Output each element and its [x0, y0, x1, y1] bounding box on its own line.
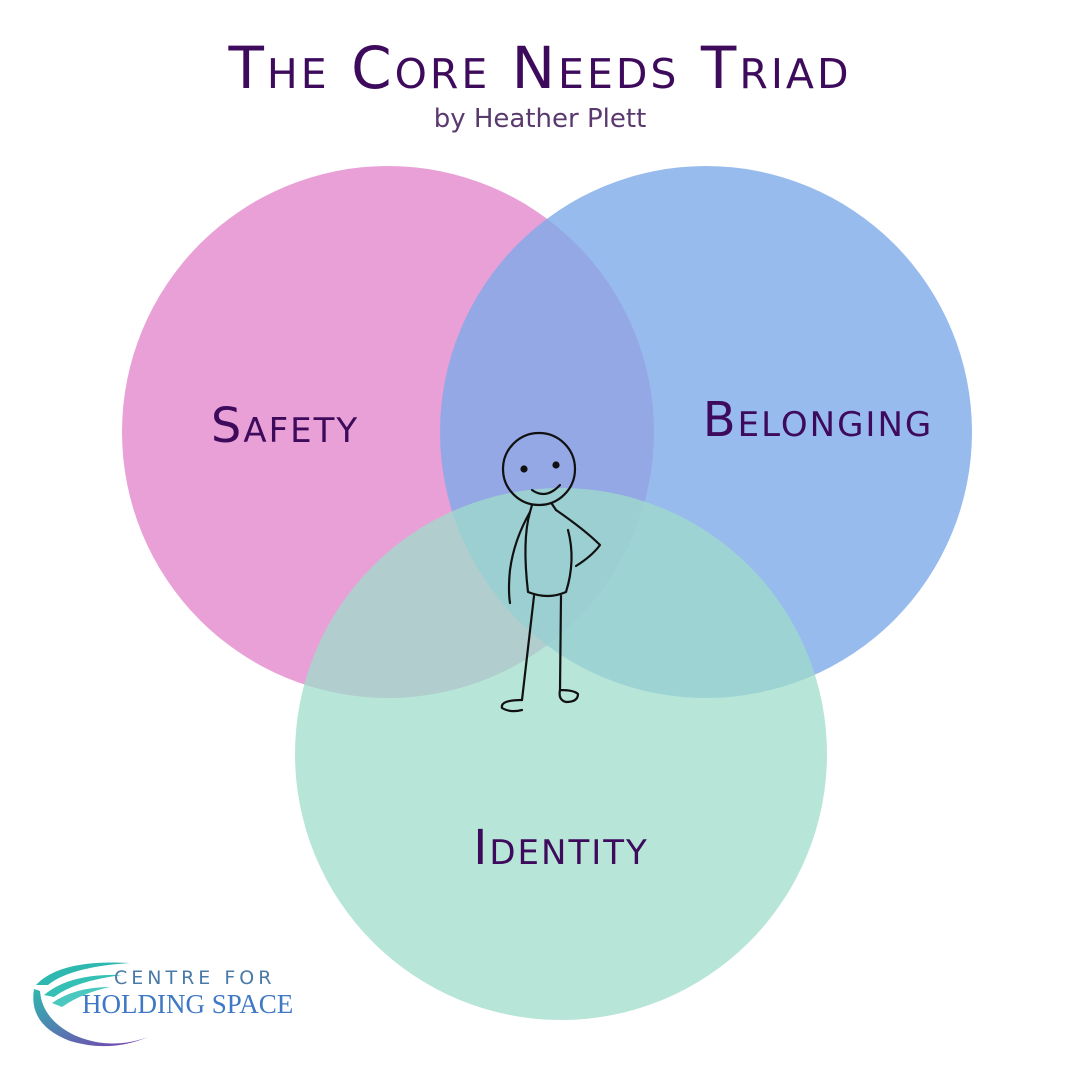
- logo-line2: HOLDING SPACE: [82, 989, 294, 1019]
- stick-figure-icon: [500, 431, 602, 713]
- label-belonging: Belonging: [703, 392, 934, 448]
- page-title: The Core Needs Triad: [228, 34, 852, 102]
- logo: CENTRE FOR HOLDING SPACE: [30, 955, 300, 1065]
- swoosh-bowl-icon: [33, 962, 148, 1047]
- label-safety: Safety: [211, 398, 359, 454]
- label-identity: Identity: [473, 820, 649, 876]
- circle-identity: [295, 488, 827, 1020]
- logo-line1: CENTRE FOR: [114, 967, 276, 989]
- page-subtitle: by Heather Plett: [433, 104, 647, 134]
